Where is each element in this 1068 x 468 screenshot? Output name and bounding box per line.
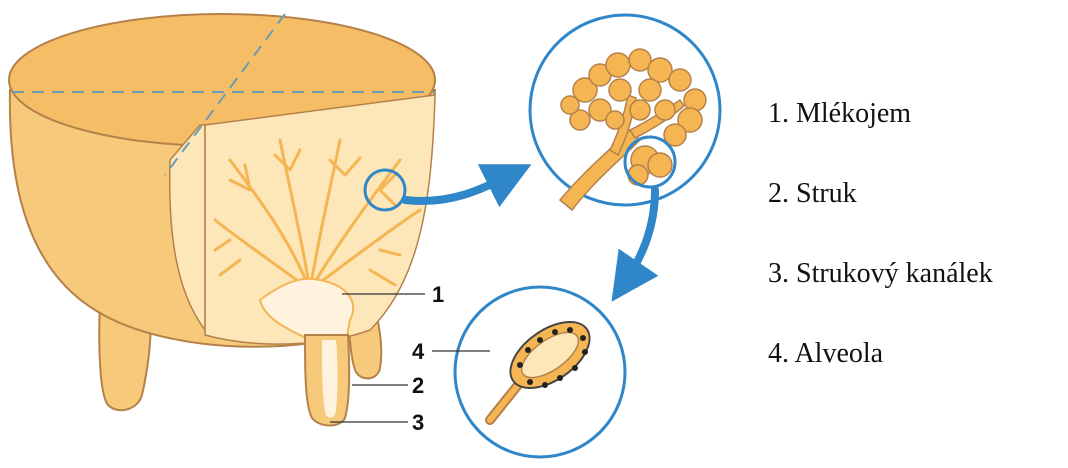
callout-1: 1 — [432, 282, 444, 307]
legend-item-gland: 1. Mlékojem — [768, 86, 1068, 166]
zoom-circle-alveolus — [455, 287, 625, 457]
legend-item-teat-canal: 3. Strukový kanálek — [768, 246, 1068, 326]
udder-body — [9, 14, 435, 426]
teat-canal — [322, 340, 338, 418]
legend: 1. Mlékojem 2. Struk 3. Strukový kanálek… — [768, 86, 1068, 406]
callout-3: 3 — [412, 410, 424, 435]
legend-item-teat: 2. Struk — [768, 166, 1068, 246]
callout-2: 2 — [412, 373, 424, 398]
zoom-circle-lobules — [530, 15, 720, 210]
callout-4: 4 — [412, 339, 425, 364]
legend-item-alveolus: 4. Alveola — [768, 326, 1068, 406]
